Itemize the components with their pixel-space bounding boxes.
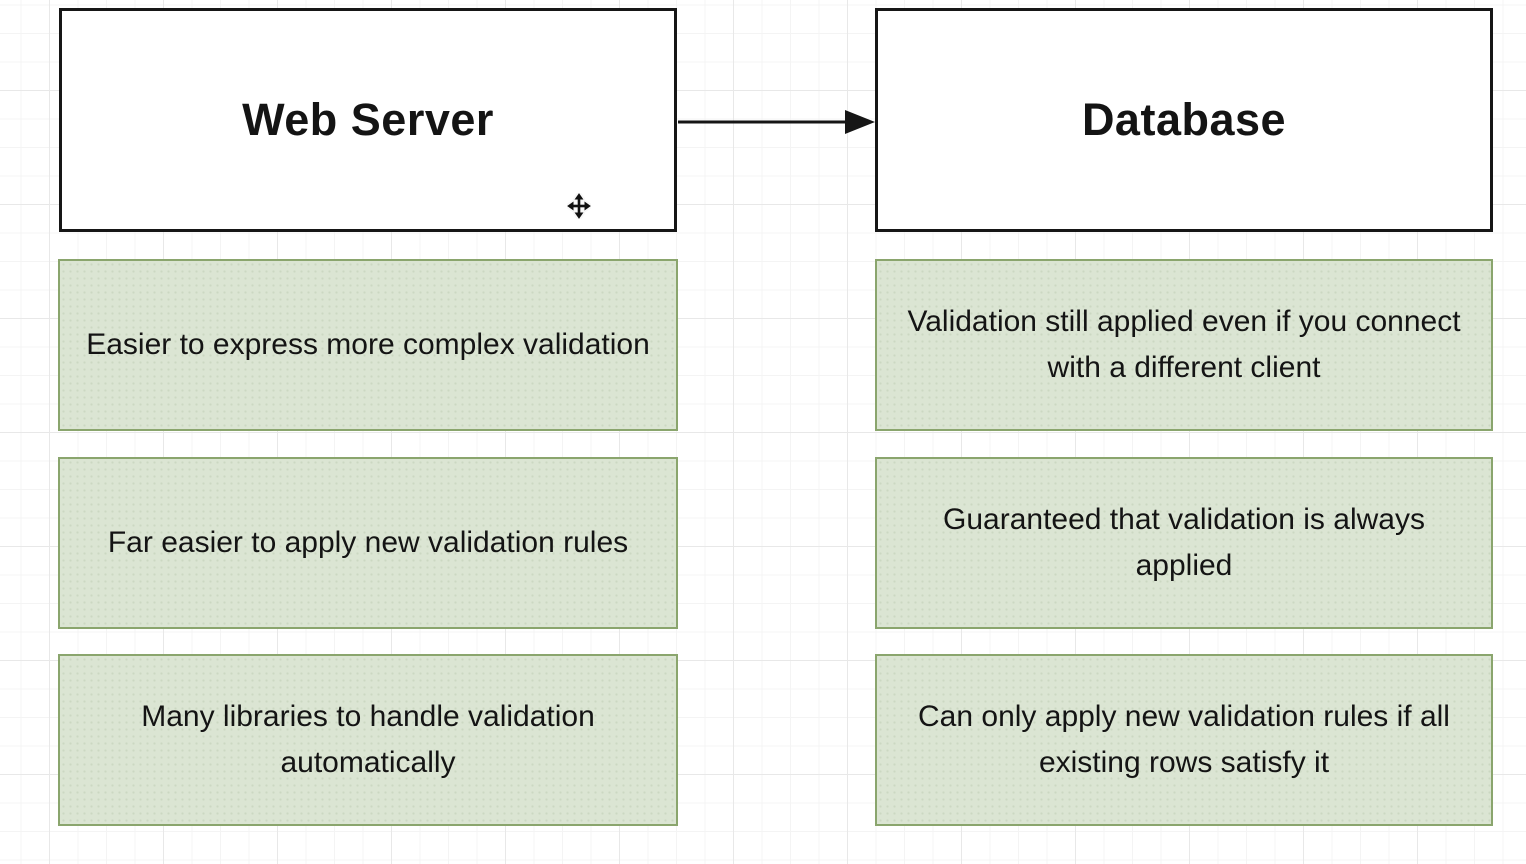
shape-database[interactable]: Database bbox=[875, 8, 1493, 232]
move-cursor-icon bbox=[567, 193, 591, 219]
database-point-2-label: Guaranteed that validation is always app… bbox=[943, 503, 1425, 582]
shape-database-point-2[interactable]: Guaranteed that validation is always app… bbox=[875, 457, 1493, 629]
web-server-title: Web Server bbox=[242, 94, 494, 145]
shape-webserver-point-1[interactable]: Easier to express more complex validatio… bbox=[58, 259, 678, 431]
webserver-point-3-label: Many libraries to handle validation auto… bbox=[141, 700, 595, 779]
shape-database-point-3[interactable]: Can only apply new validation rules if a… bbox=[875, 654, 1493, 826]
database-point-1-label: Validation still applied even if you con… bbox=[907, 305, 1461, 384]
shape-webserver-point-3[interactable]: Many libraries to handle validation auto… bbox=[58, 654, 678, 826]
database-title: Database bbox=[1081, 94, 1287, 145]
webserver-point-1-label: Easier to express more complex validatio… bbox=[86, 328, 650, 361]
arrowhead-icon bbox=[845, 110, 875, 134]
shape-database-point-1[interactable]: Validation still applied even if you con… bbox=[875, 259, 1493, 431]
database-point-3-label: Can only apply new validation rules if a… bbox=[918, 700, 1450, 779]
webserver-point-2-label: Far easier to apply new validation rules bbox=[107, 526, 629, 559]
connector-arrow[interactable] bbox=[677, 100, 877, 145]
shape-webserver-point-2[interactable]: Far easier to apply new validation rules bbox=[58, 457, 678, 629]
shape-web-server[interactable]: Web Server bbox=[59, 8, 677, 232]
